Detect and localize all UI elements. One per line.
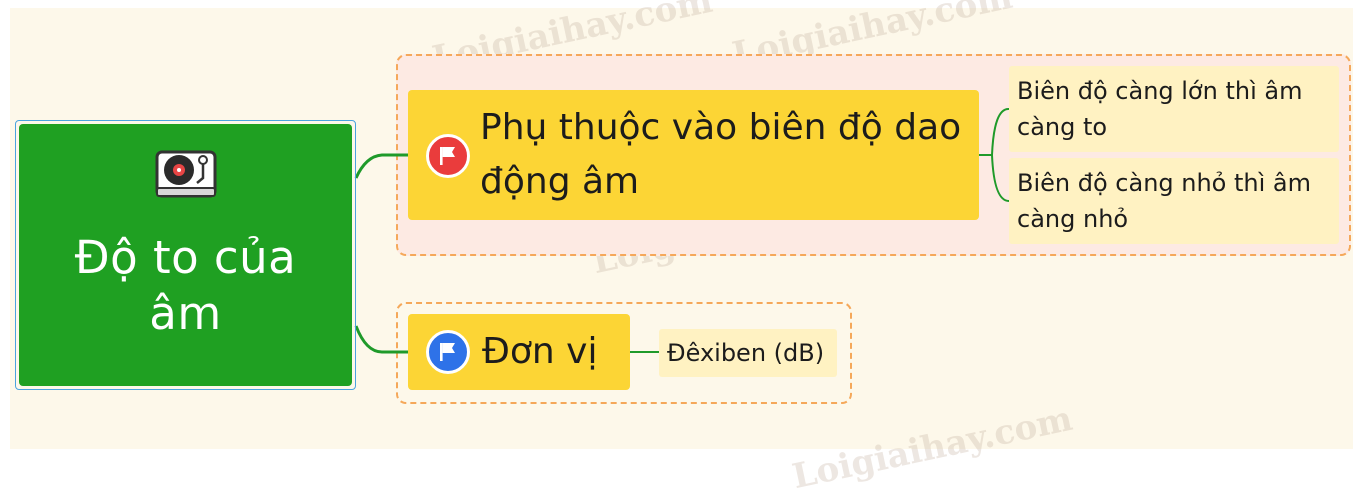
- connector-lines: [354, 108, 1010, 354]
- topic-label: Đơn vị: [482, 331, 598, 372]
- subtopic-decibel[interactable]: Đêxiben (dB): [659, 329, 837, 377]
- connector-root-to-topic-1: [354, 153, 408, 179]
- connector-topic-1-to-sub-1: [979, 108, 1010, 156]
- blue-flag-icon: [426, 330, 470, 374]
- connector-root-to-topic-2: [354, 325, 408, 354]
- connector-topic-1-to-sub-2: [979, 154, 1010, 202]
- root-node-body: Độ to của âm: [19, 124, 352, 386]
- topic-label: Phụ thuộc vào biên độ dao động âm: [480, 107, 962, 202]
- subtopic-smaller-amplitude[interactable]: Biên độ càng nhỏ thì âm càng nhỏ: [1009, 158, 1339, 244]
- turntable-icon: [155, 150, 216, 198]
- subtopic-larger-amplitude[interactable]: Biên độ càng lớn thì âm càng to: [1009, 66, 1339, 152]
- topic-amplitude-dependence[interactable]: Phụ thuộc vào biên độ dao động âm: [408, 90, 979, 220]
- root-node[interactable]: Độ to của âm: [15, 120, 356, 390]
- root-title: Độ to của âm: [74, 231, 297, 340]
- red-flag-icon: [426, 134, 470, 178]
- mindmap-canvas: Loigiaihay.com Loigiaihay.com Loigiaihay…: [10, 0, 1353, 497]
- topic-unit[interactable]: Đơn vị: [408, 314, 630, 390]
